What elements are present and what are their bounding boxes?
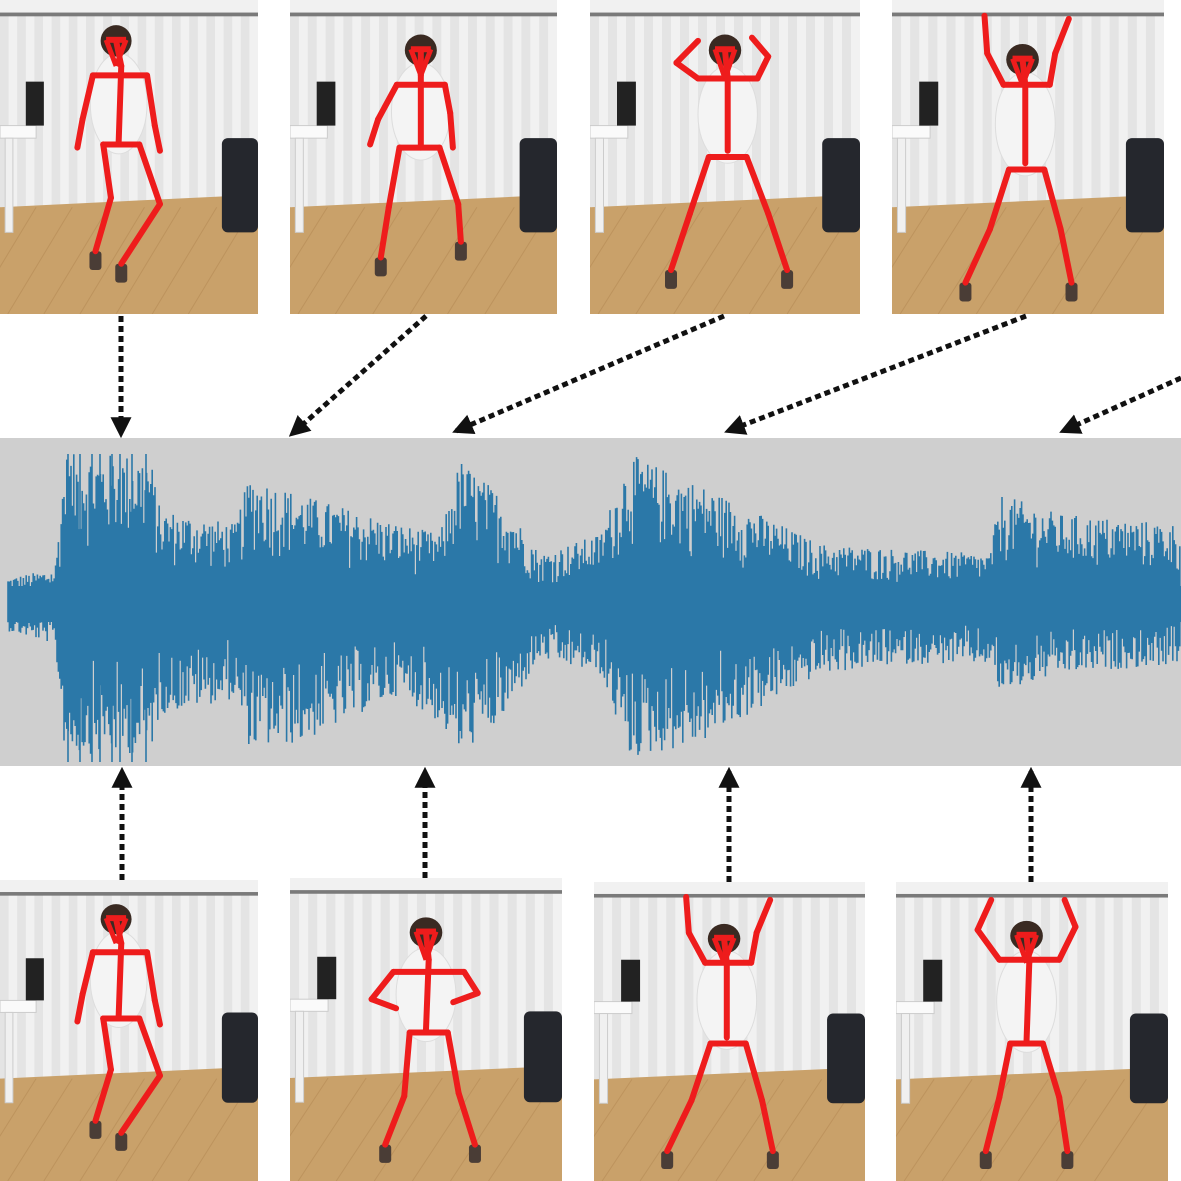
arrow-top-2 [288, 314, 428, 437]
pose-skeleton [74, 915, 163, 1136]
frame-top-3 [590, 0, 860, 314]
frame-bottom-2 [290, 878, 562, 1181]
frame-top-2 [290, 0, 557, 314]
sofa-icon [1129, 1013, 1168, 1104]
waveform-core [8, 586, 1181, 622]
dance-frame-image [590, 0, 860, 314]
dance-frame-image [594, 882, 865, 1181]
sofa-icon [822, 138, 860, 233]
pose-skeleton [368, 928, 481, 1148]
frame-bottom-3 [594, 882, 865, 1181]
frame-bottom-1 [0, 880, 258, 1181]
arrow-top-3 [452, 313, 725, 435]
audio-waveform [7, 454, 1181, 762]
pose-skeleton [367, 46, 464, 261]
frame-bottom-4 [896, 882, 1168, 1181]
pose-skeleton [974, 896, 1079, 1155]
dance-frame-image [290, 0, 557, 314]
pose-skeleton [664, 893, 776, 1155]
dance-frame-image [290, 878, 562, 1181]
dance-frame-image [0, 0, 258, 314]
sofa-icon [827, 1013, 865, 1104]
sofa-icon [519, 138, 557, 233]
pose-skeleton [668, 34, 791, 274]
pose-skeleton [74, 36, 163, 267]
dance-frame-image [896, 882, 1168, 1181]
arrow-top-5 [1059, 375, 1181, 434]
dance-frame-image [0, 880, 258, 1181]
dance-frame-image [892, 0, 1164, 314]
pose-skeleton [962, 12, 1075, 286]
audio-waveform-panel [0, 438, 1181, 766]
frame-top-4 [892, 0, 1164, 314]
sofa-icon [221, 138, 258, 233]
sofa-icon [523, 1011, 562, 1103]
frame-top-1 [0, 0, 258, 314]
arrow-top-4 [724, 313, 1027, 435]
sofa-icon [221, 1012, 258, 1103]
sofa-icon [1125, 138, 1164, 233]
